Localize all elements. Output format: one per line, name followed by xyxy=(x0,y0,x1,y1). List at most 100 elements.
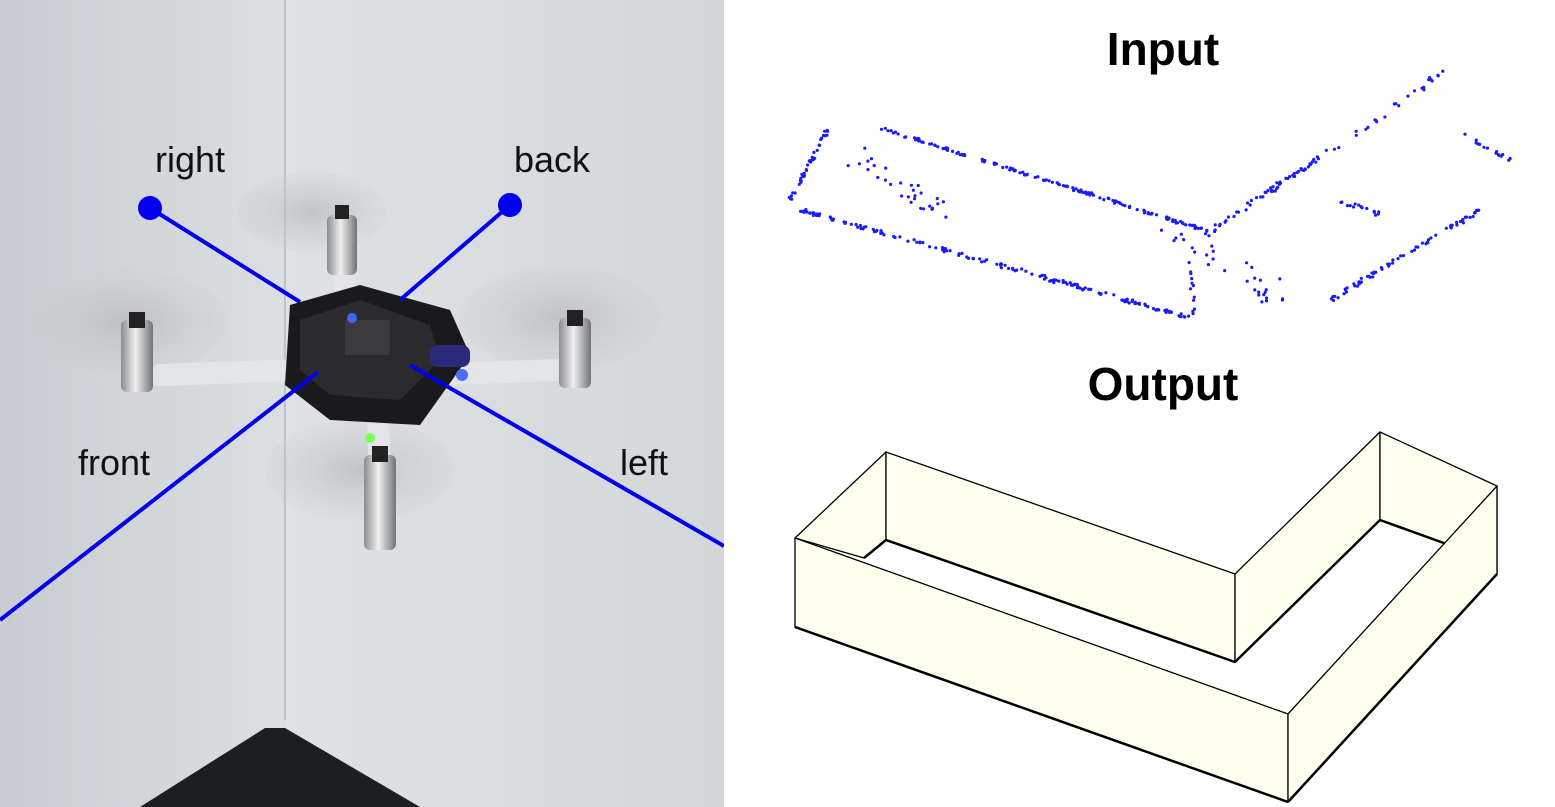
point-cloud-point xyxy=(1074,187,1078,191)
point-cloud-point xyxy=(823,129,827,133)
point-cloud-point xyxy=(1057,279,1061,283)
point-cloud-point xyxy=(1008,168,1012,172)
point-cloud-point xyxy=(1262,293,1266,297)
point-cloud-point xyxy=(936,202,940,206)
point-cloud-point xyxy=(999,263,1003,267)
point-cloud-point xyxy=(1377,210,1381,214)
point-cloud-point xyxy=(1065,282,1069,286)
point-cloud-point xyxy=(1264,299,1269,303)
point-cloud-point xyxy=(1336,296,1340,300)
point-cloud-point xyxy=(1089,287,1093,291)
point-cloud-point xyxy=(917,138,921,142)
point-cloud-point xyxy=(1030,272,1034,276)
point-cloud-point xyxy=(1374,213,1378,217)
point-cloud-point xyxy=(1007,266,1011,271)
point-cloud-point xyxy=(983,259,987,263)
point-cloud-point xyxy=(1024,269,1028,273)
point-cloud-point xyxy=(1387,264,1391,268)
point-cloud-point xyxy=(799,179,803,183)
point-cloud-point xyxy=(1068,281,1072,285)
point-cloud-point xyxy=(1406,94,1410,98)
point-cloud-point xyxy=(1278,277,1282,281)
right-axis-endpoint xyxy=(138,196,162,220)
point-cloud-point xyxy=(1130,298,1135,302)
point-cloud-point xyxy=(919,206,923,210)
point-cloud-point xyxy=(1273,189,1277,193)
point-cloud-point xyxy=(815,212,820,216)
point-cloud-point xyxy=(1352,282,1356,286)
point-cloud-point xyxy=(849,222,853,226)
point-cloud-point xyxy=(1199,226,1203,230)
point-cloud-point xyxy=(876,175,880,180)
label-right: right xyxy=(155,139,225,180)
point-cloud-point xyxy=(815,148,819,152)
point-cloud-point xyxy=(1425,240,1429,244)
point-cloud-point xyxy=(1342,292,1346,296)
point-cloud-point xyxy=(1189,270,1193,274)
point-cloud-point xyxy=(1245,261,1249,265)
point-cloud-point xyxy=(1337,146,1341,150)
point-cloud-point xyxy=(793,191,797,195)
point-cloud-point xyxy=(1048,279,1052,283)
point-cloud-point xyxy=(1250,265,1254,269)
point-cloud-point xyxy=(1253,276,1257,280)
point-cloud-point xyxy=(906,239,910,243)
point-cloud-point xyxy=(883,178,888,182)
point-cloud-point xyxy=(1146,211,1151,215)
point-cloud-point xyxy=(944,147,948,151)
point-cloud-point xyxy=(812,150,816,154)
point-cloud-point xyxy=(1265,296,1269,300)
point-cloud-point xyxy=(1047,179,1051,183)
point-cloud-point xyxy=(884,166,888,170)
point-cloud-point xyxy=(999,266,1003,270)
point-cloud-point xyxy=(866,168,870,172)
right-axis-line xyxy=(148,206,302,304)
point-cloud-point xyxy=(1312,157,1316,162)
point-cloud-point xyxy=(1410,249,1414,253)
point-cloud-point xyxy=(1263,290,1267,294)
point-cloud-point xyxy=(1360,206,1364,210)
point-cloud-point xyxy=(819,137,823,142)
point-cloud-point xyxy=(1205,253,1209,257)
point-cloud-point xyxy=(1192,307,1197,311)
point-cloud-point xyxy=(1422,88,1426,92)
point-cloud-point xyxy=(1367,274,1371,278)
point-cloud-point xyxy=(1379,266,1383,270)
point-cloud-point xyxy=(1082,191,1086,195)
point-cloud-point xyxy=(829,217,833,221)
point-cloud-point xyxy=(1041,178,1046,182)
point-cloud-point xyxy=(1107,197,1111,201)
point-cloud-point xyxy=(941,147,945,151)
point-cloud-point xyxy=(1463,132,1467,136)
point-cloud-point xyxy=(872,230,877,234)
point-cloud-point xyxy=(899,181,903,185)
point-cloud-point xyxy=(1187,314,1191,318)
point-cloud-point xyxy=(858,223,863,228)
input-title: Input xyxy=(1107,23,1219,75)
point-cloud-point xyxy=(806,163,810,167)
point-cloud-point xyxy=(1394,102,1398,106)
point-cloud-point xyxy=(1391,258,1395,262)
point-cloud-point xyxy=(1235,210,1239,214)
point-cloud-point xyxy=(1167,217,1171,221)
point-cloud-point xyxy=(1428,76,1432,80)
point-cloud-point xyxy=(1003,263,1007,267)
point-cloud-point xyxy=(1071,186,1075,190)
point-cloud-point xyxy=(1165,215,1169,219)
point-cloud-point xyxy=(857,162,862,166)
point-cloud-point xyxy=(1159,228,1164,232)
point-cloud-point xyxy=(818,143,822,147)
point-cloud-point xyxy=(1142,208,1146,212)
point-cloud-point xyxy=(1117,200,1121,205)
point-cloud-point xyxy=(1187,261,1191,265)
point-cloud-point xyxy=(864,225,868,229)
point-cloud-point xyxy=(889,182,893,186)
point-cloud-point xyxy=(1052,281,1056,285)
point-cloud-point xyxy=(1420,241,1424,245)
point-cloud-point xyxy=(1090,191,1094,196)
point-cloud-point xyxy=(879,127,884,131)
point-cloud-point xyxy=(1372,210,1376,214)
point-cloud-point xyxy=(955,151,959,155)
point-cloud-point xyxy=(1434,233,1438,237)
point-cloud-point xyxy=(1478,142,1482,146)
